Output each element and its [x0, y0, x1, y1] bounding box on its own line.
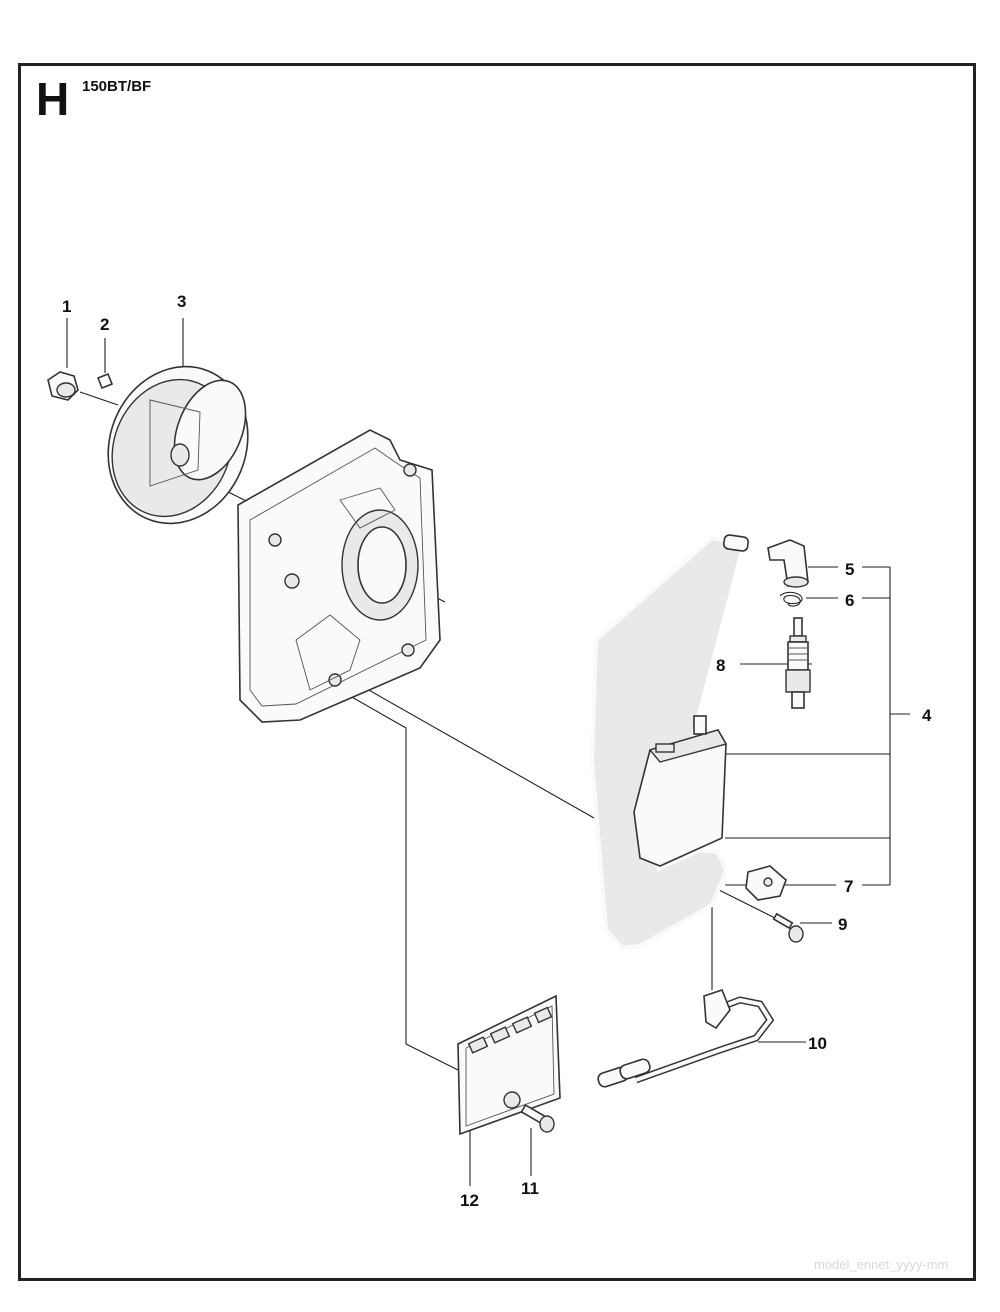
callout-8: 8	[716, 656, 725, 675]
callout-1: 1	[62, 297, 71, 316]
callout-4: 4	[922, 706, 932, 725]
callout-10: 10	[808, 1034, 827, 1053]
spring-part	[779, 591, 803, 607]
section-letter: H	[36, 73, 70, 125]
screw-part-9	[772, 912, 804, 943]
watermark-text: model_ennet_yyyy-mm	[814, 1257, 949, 1272]
callout-2: 2	[100, 315, 109, 334]
callout-12: 12	[460, 1191, 479, 1210]
model-code: 150BT/BF	[82, 78, 152, 95]
callout-3: 3	[177, 292, 186, 311]
ignition-module-part	[633, 715, 728, 867]
diagram-frame	[18, 63, 976, 1281]
screw-part-11	[520, 1103, 555, 1133]
callout-9: 9	[838, 915, 847, 934]
callout-numbers: 1 2 3 4 5 6 7 8 9 10 11 12	[62, 292, 932, 1210]
callout-6: 6	[845, 591, 854, 610]
short-circuit-cable-part	[597, 989, 775, 1088]
crankcase-housing	[237, 429, 441, 723]
key-part	[96, 372, 114, 390]
callout-5: 5	[845, 560, 854, 579]
spark-plug-cap-part	[767, 539, 809, 588]
flywheel-part	[107, 365, 249, 525]
callout-11: 11	[521, 1179, 539, 1198]
spark-plug-part	[785, 617, 811, 709]
cable-clip-part	[745, 865, 787, 901]
cover-plate-part	[457, 994, 561, 1136]
nut-part	[47, 371, 79, 401]
ignition-cable	[589, 534, 750, 951]
callout-7: 7	[844, 877, 853, 896]
